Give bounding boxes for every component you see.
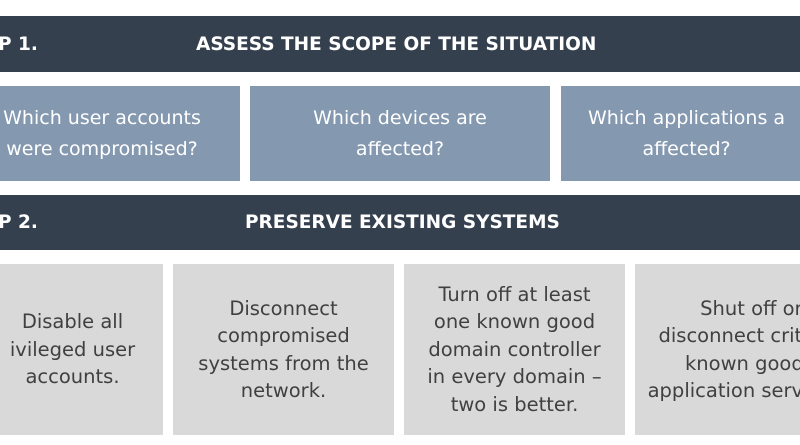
action-line: compromised: [217, 324, 350, 347]
action-line: accounts.: [25, 365, 120, 389]
action-line: application serv: [647, 379, 800, 402]
step-1-title: ASSESS THE SCOPE OF THE SITUATION: [196, 33, 597, 55]
action-line: network.: [240, 379, 327, 402]
question-line: affected?: [355, 137, 445, 160]
action-line: known good: [685, 351, 800, 375]
step-2-banner: P 2. PRESERVE EXISTING SYSTEMS: [0, 195, 800, 250]
question-line: were compromised?: [6, 137, 198, 160]
question-line: affected?: [642, 137, 731, 160]
action-line: Turn off at least: [438, 282, 591, 306]
step-1-banner: P 1. ASSESS THE SCOPE OF THE SITUATION: [0, 16, 800, 72]
question-box-devices: Which devices are affected?: [250, 86, 550, 181]
action-line: one known good: [433, 310, 596, 334]
question-line: Which user accounts: [3, 106, 201, 129]
question-box-applications: Which applications a affected?: [561, 86, 800, 181]
step-2-title: PRESERVE EXISTING SYSTEMS: [245, 212, 560, 233]
action-line: systems from the: [198, 351, 369, 375]
action-box-shut-off-servers: Shut off or disconnect crit known good a…: [635, 264, 800, 435]
action-box-disconnect-systems: Disconnect compromised systems from the …: [173, 264, 394, 435]
action-line: two is better.: [450, 392, 579, 416]
action-line: Shut off or: [700, 296, 800, 320]
question-box-user-accounts: Which user accounts were compromised?: [0, 86, 240, 181]
step-2-label: P 2.: [0, 212, 38, 233]
action-box-disable-accounts: Disable all ivileged user accounts.: [0, 264, 163, 435]
action-box-domain-controller: Turn off at least one known good domain …: [404, 264, 625, 435]
action-line: domain controller: [428, 337, 601, 361]
question-line: Which applications a: [588, 106, 786, 129]
action-line: disconnect crit: [658, 324, 800, 347]
action-line: Disable all: [21, 310, 124, 334]
step-1-label: P 1.: [0, 33, 38, 55]
action-line: ivileged user: [9, 337, 136, 361]
question-line: Which devices are: [313, 106, 487, 129]
action-line: in every domain –: [427, 365, 602, 389]
action-line: Disconnect: [229, 296, 338, 320]
